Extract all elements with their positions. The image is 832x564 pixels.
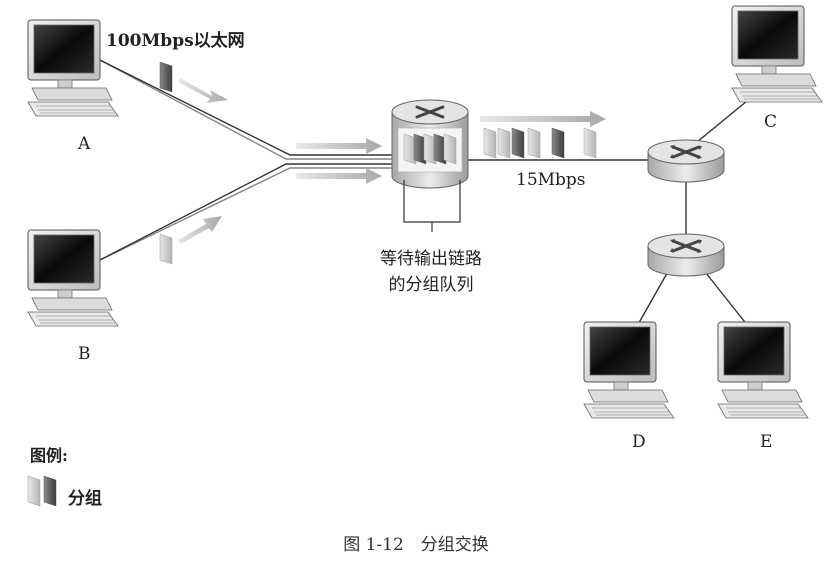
legend-title: 图例: bbox=[30, 446, 68, 465]
link-a-2 bbox=[95, 57, 400, 160]
link-b-2 bbox=[95, 167, 400, 263]
packet-out-1 bbox=[483, 127, 497, 159]
legend-packet-label: 分组 bbox=[68, 489, 102, 509]
links bbox=[95, 57, 759, 329]
host-c bbox=[731, 5, 823, 103]
label-15mbps: 15Mbps bbox=[516, 170, 586, 190]
link-b bbox=[95, 163, 400, 263]
legend-packet-light bbox=[27, 475, 41, 507]
figure-caption: 图 1-12 分组交换 bbox=[343, 535, 489, 555]
queued-packets bbox=[403, 133, 457, 165]
host-label-b: B bbox=[78, 344, 91, 364]
packet-out-3 bbox=[511, 127, 525, 159]
host-label-c: C bbox=[764, 112, 778, 132]
queue-label: 等待输出链路 的分组队列 bbox=[346, 246, 516, 298]
packet-out-4 bbox=[527, 127, 541, 159]
packet-from-a bbox=[159, 61, 173, 93]
packet-out-5 bbox=[551, 127, 565, 159]
arrow-into-router-1 bbox=[296, 138, 382, 154]
link-a bbox=[95, 57, 400, 156]
host-label-a: A bbox=[78, 134, 91, 154]
legend-swatches bbox=[27, 475, 57, 507]
packet-from-b bbox=[159, 233, 173, 265]
host-a bbox=[27, 19, 119, 117]
transit-packets bbox=[159, 61, 597, 265]
packet-out-6 bbox=[583, 127, 597, 159]
arrow-into-router-2 bbox=[296, 168, 382, 184]
queue-bracket bbox=[403, 180, 461, 232]
flow-arrows bbox=[178, 78, 606, 244]
arrow-out-router bbox=[480, 111, 606, 127]
legend-packet-dark bbox=[43, 475, 57, 507]
queue-label-line-1: 等待输出链路 bbox=[380, 249, 482, 269]
host-label-d: D bbox=[632, 432, 646, 452]
router-right-upper bbox=[646, 138, 726, 184]
central-router bbox=[391, 99, 469, 189]
router-right-lower bbox=[646, 232, 726, 278]
host-label-e: E bbox=[760, 432, 773, 452]
queue-label-line-2: 的分组队列 bbox=[388, 275, 474, 295]
link-d bbox=[635, 267, 671, 329]
host-b bbox=[27, 229, 119, 327]
link-e bbox=[701, 267, 749, 327]
arrow-from-b bbox=[178, 216, 222, 244]
host-e bbox=[717, 321, 809, 419]
label-100mbps-ethernet: 100Mbps以太网 bbox=[106, 31, 245, 51]
arrow-from-a bbox=[178, 78, 228, 103]
host-d bbox=[583, 321, 675, 419]
packet-out-2 bbox=[497, 127, 511, 159]
